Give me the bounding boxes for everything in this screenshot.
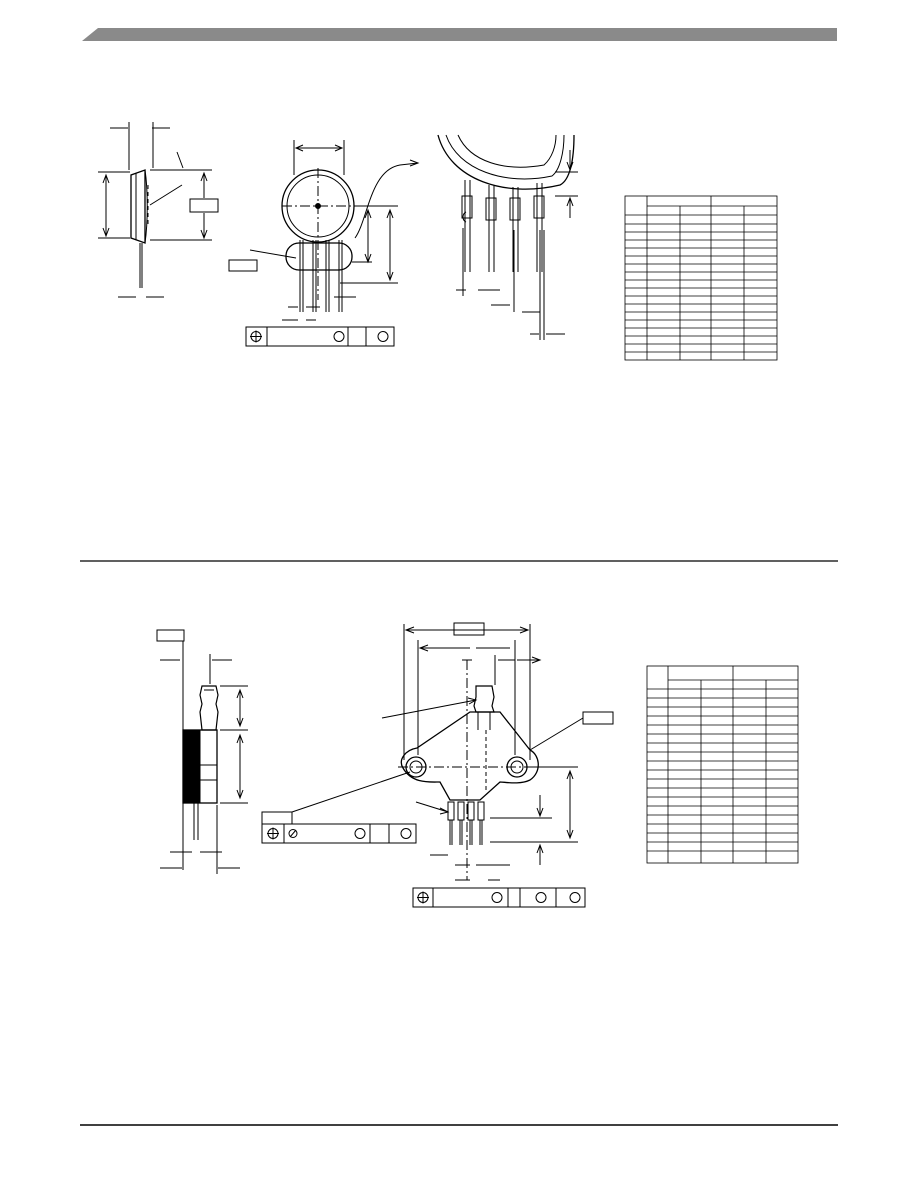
top-dimension-table bbox=[624, 195, 778, 361]
header-bar bbox=[82, 28, 837, 41]
top-side-view-drawing bbox=[98, 122, 219, 298]
top-detail-view-drawing bbox=[437, 134, 578, 340]
bottom-dimension-table bbox=[646, 665, 799, 864]
bottom-side-view-drawing bbox=[156, 629, 248, 874]
top-front-view-drawing bbox=[228, 140, 420, 347]
bottom-front-view-drawing bbox=[261, 622, 614, 908]
